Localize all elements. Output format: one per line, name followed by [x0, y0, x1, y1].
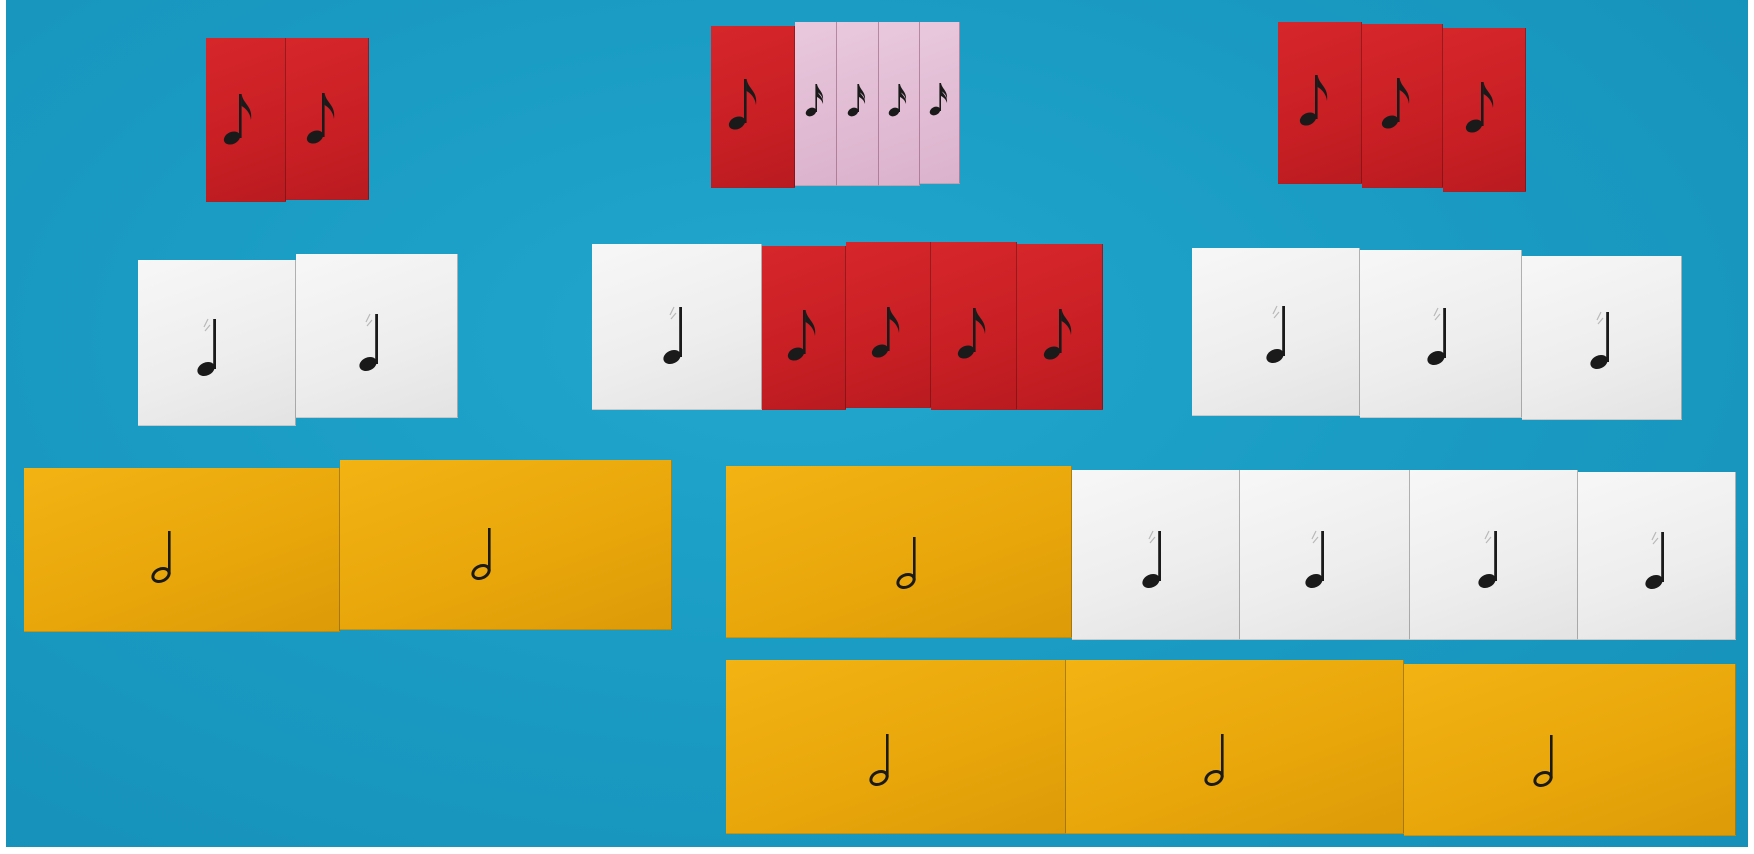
card-white-quarter [1410, 470, 1578, 640]
half-note-icon [151, 527, 181, 585]
card-red-eighth [1278, 22, 1362, 184]
blue-board [6, 0, 1748, 847]
card-yellow-half [1404, 664, 1736, 836]
eighth-note-icon [957, 302, 991, 362]
card-yellow-half [1066, 660, 1404, 834]
card-red-eighth [1017, 244, 1103, 410]
quarter-note-icon [1304, 527, 1334, 591]
eighth-note-icon [728, 73, 762, 133]
quarter-note-icon [1589, 308, 1619, 372]
card-white-quarter [138, 260, 296, 426]
quarter-note-icon [196, 315, 226, 379]
card-yellow-half [340, 460, 672, 630]
card-red-eighth [931, 242, 1017, 410]
half-note-icon [896, 533, 926, 591]
eighth-note-icon [1043, 303, 1077, 363]
card-red-eighth [286, 38, 369, 200]
card-red-eighth [846, 242, 931, 408]
card-red-eighth [711, 26, 795, 188]
quarter-note-icon [662, 303, 692, 367]
card-white-quarter [1360, 250, 1522, 418]
card-pink-sixteenth [920, 22, 960, 184]
half-note-icon [1204, 730, 1234, 788]
eighth-note-icon [1465, 76, 1499, 136]
eighth-note-icon [787, 304, 821, 364]
eighth-note-icon [306, 87, 340, 147]
card-yellow-half [726, 660, 1066, 834]
half-note-icon [1533, 731, 1563, 789]
quarter-note-icon [1477, 527, 1507, 591]
half-note-icon [869, 730, 899, 788]
card-white-quarter [1578, 472, 1736, 640]
quarter-note-icon [1265, 302, 1295, 366]
card-red-eighth [1362, 24, 1443, 188]
card-white-quarter [592, 244, 762, 410]
card-pink-sixteenth [879, 22, 920, 186]
card-white-quarter [1192, 248, 1360, 416]
quarter-note-icon [358, 310, 388, 374]
eighth-note-icon [1381, 72, 1415, 132]
eighth-note-icon [223, 88, 257, 148]
card-yellow-half [24, 468, 340, 632]
sixteenth-note-icon [847, 81, 869, 119]
sixteenth-note-icon [805, 81, 827, 119]
quarter-note-icon [1426, 304, 1456, 368]
card-yellow-half [726, 466, 1072, 638]
eighth-note-icon [871, 301, 905, 361]
card-red-eighth [1443, 28, 1526, 192]
card-red-eighth [762, 246, 846, 410]
card-white-quarter [296, 254, 458, 418]
quarter-note-icon [1644, 528, 1674, 592]
sixteenth-note-icon [929, 80, 951, 118]
eighth-note-icon [1299, 69, 1333, 129]
sixteenth-note-icon [888, 81, 910, 119]
half-note-icon [471, 524, 501, 582]
card-white-quarter [1240, 470, 1410, 640]
card-pink-sixteenth [795, 22, 837, 186]
card-white-quarter [1072, 470, 1240, 640]
card-red-eighth [206, 38, 286, 202]
card-white-quarter [1522, 256, 1682, 420]
quarter-note-icon [1141, 527, 1171, 591]
card-pink-sixteenth [837, 22, 879, 186]
